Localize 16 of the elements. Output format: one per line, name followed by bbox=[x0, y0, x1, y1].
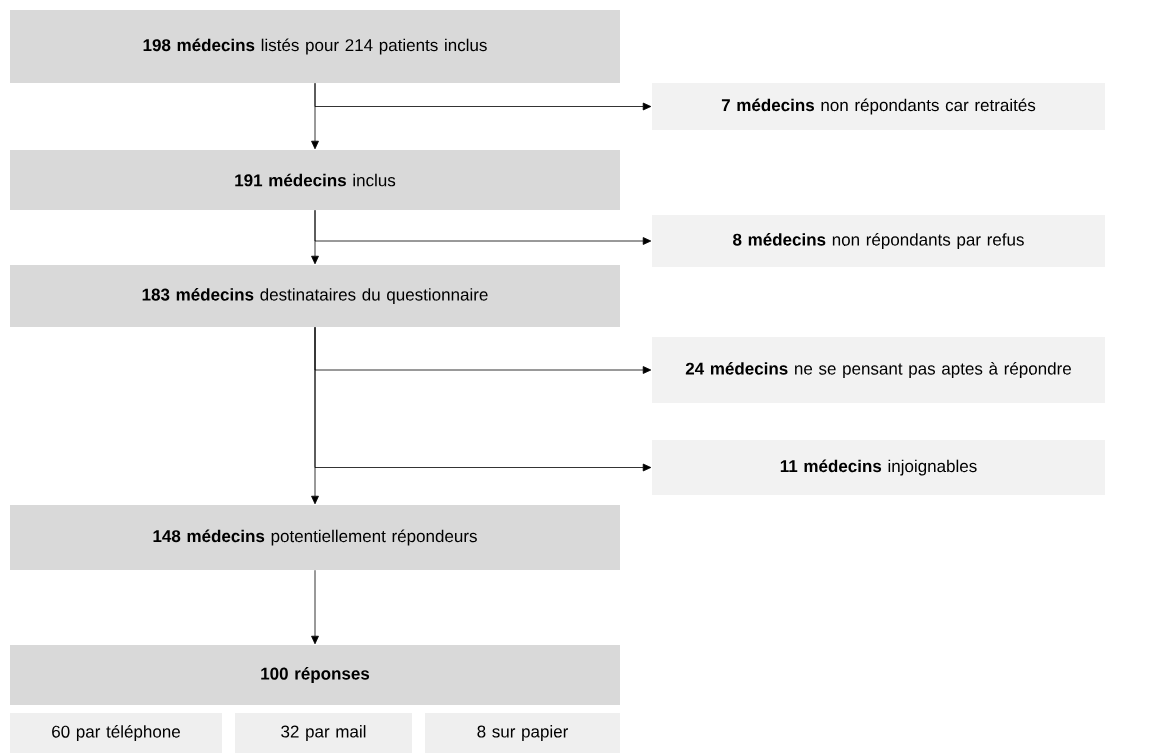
arrow bbox=[314, 209, 652, 245]
process-box: 183 médecins destinataires du questionnaire bbox=[10, 265, 620, 327]
exclusion-box: 7 médecins non répondants car retraités bbox=[652, 83, 1105, 130]
category-box: 60 par téléphone bbox=[10, 713, 222, 753]
category-box: 8 sur papier bbox=[425, 713, 620, 753]
process-box: 191 médecins inclus bbox=[10, 150, 620, 210]
process-box: 198 médecins listés pour 214 patients inclus bbox=[10, 10, 620, 83]
process-box: 100 réponses bbox=[10, 645, 620, 705]
exclusion-box: 8 médecins non répondants par refus bbox=[652, 215, 1105, 267]
process-box: 148 médecins potentiellement répondeurs bbox=[10, 505, 620, 570]
arrow bbox=[311, 569, 319, 645]
arrow bbox=[314, 326, 652, 472]
category-box: 32 par mail bbox=[235, 713, 412, 753]
arrow bbox=[314, 82, 652, 111]
exclusion-box: 24 médecins ne se pensant pas aptes à répondre bbox=[652, 337, 1105, 403]
exclusion-box: 11 médecins injoignables bbox=[652, 440, 1105, 495]
